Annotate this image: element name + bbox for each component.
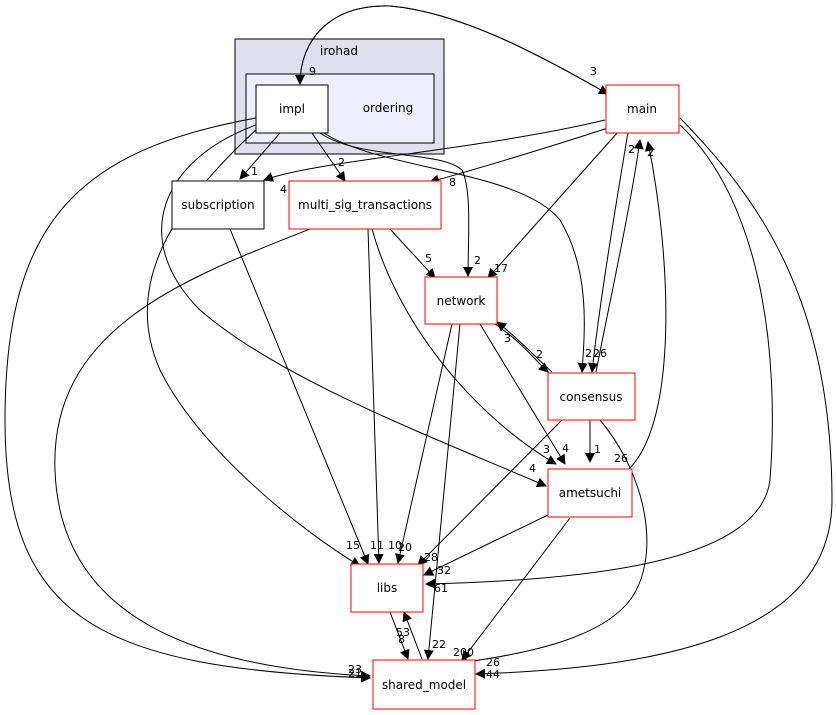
label-main-network: 17 xyxy=(494,262,508,275)
node-consensus-label: consensus xyxy=(560,390,623,404)
label-main-subscription: 4 xyxy=(280,183,287,196)
label-main-libs: 61 xyxy=(434,582,448,595)
label-libs-shared: 53 xyxy=(396,626,410,639)
label-main-consensus: 2 xyxy=(585,347,592,360)
node-multi-sig-transactions-label: multi_sig_transactions xyxy=(298,198,432,212)
label-consensus-ametsuchi-a: 3 xyxy=(543,443,550,456)
node-network[interactable]: network xyxy=(424,276,498,325)
label-network-shared: 22 xyxy=(432,638,446,651)
edge-labels: 9 3 1 2 4 8 2 5 17 3 2 2 2 2 26 4 3 1 4 … xyxy=(251,65,654,681)
label-impl-network: 2 xyxy=(474,254,481,267)
label-ametsuchi-shared: 26 xyxy=(486,656,500,669)
node-shared-model[interactable]: shared_model xyxy=(372,659,476,710)
edge-impl-network xyxy=(319,132,474,277)
cluster-irohad-title: irohad xyxy=(320,44,358,58)
edge-main-subscription xyxy=(263,119,606,182)
node-ametsuchi-label: ametsuchi xyxy=(559,486,622,500)
node-subscription-label: subscription xyxy=(181,198,254,212)
label-consensus-shared: 200 xyxy=(453,646,474,659)
label-main-shared: 44 xyxy=(486,668,500,681)
label-impl-main: 9 xyxy=(309,65,316,78)
edge-network-ametsuchi xyxy=(479,323,566,465)
label-main-impl: 3 xyxy=(590,65,597,78)
label-consensus-main-a: 2 xyxy=(628,143,635,156)
label-multisig-network: 5 xyxy=(425,252,432,265)
cluster-ordering-label: ordering xyxy=(363,101,414,115)
node-libs[interactable]: libs xyxy=(350,563,424,613)
label-subscription-libs: 20 xyxy=(398,541,412,554)
label-shared-libs: 8 xyxy=(398,633,405,646)
label-consensus-ametsuchi-b: 1 xyxy=(594,443,601,456)
label-main-multisig: 8 xyxy=(449,176,456,189)
edge-network-libs xyxy=(395,323,453,564)
edge-main-shared xyxy=(475,117,833,679)
edge-consensus-main-a xyxy=(595,139,644,373)
node-network-label: network xyxy=(437,294,486,308)
edge-impl-main xyxy=(299,5,609,95)
edge-consensus-network xyxy=(496,321,553,373)
node-ametsuchi[interactable]: ametsuchi xyxy=(547,468,633,518)
node-main[interactable]: main xyxy=(605,84,680,134)
node-multi-sig-transactions[interactable]: multi_sig_transactions xyxy=(288,180,442,230)
edge-subscription-libs xyxy=(229,228,370,565)
edge-multisig-ametsuchi xyxy=(371,228,557,465)
label-network-consensus-a: 3 xyxy=(504,332,511,345)
label-impl-subscription: 1 xyxy=(251,165,258,178)
edge-libs-shared xyxy=(389,611,410,660)
node-consensus[interactable]: consensus xyxy=(547,372,636,421)
label-network-ametsuchi: 4 xyxy=(562,442,569,455)
label-consensus-libs: 28 xyxy=(424,551,438,564)
edge-impl-consensus xyxy=(323,132,588,373)
label-impl-libs: 15 xyxy=(346,539,360,552)
label-main-ametsuchi: 26 xyxy=(614,452,628,465)
edge-ametsuchi-main xyxy=(627,141,667,471)
edge-impl-subscription xyxy=(239,132,281,180)
edge-impl-ametsuchi xyxy=(161,124,547,488)
label-multisig-shared: 21 xyxy=(348,667,362,680)
label-network-consensus-b: 2 xyxy=(536,348,543,361)
label-impl-ametsuchi: 4 xyxy=(529,462,536,475)
node-subscription[interactable]: subscription xyxy=(171,180,265,230)
label-impl-multisig: 2 xyxy=(338,156,345,169)
label-network-libs: 10 xyxy=(388,539,402,552)
edge-shared-libs xyxy=(402,611,423,660)
node-libs-label: libs xyxy=(377,581,398,595)
edge-main-multisig xyxy=(429,127,609,185)
node-main-label: main xyxy=(627,102,657,116)
edge-network-shared xyxy=(423,323,461,660)
label-multisig-libs: 11 xyxy=(370,539,384,552)
edge-main-network xyxy=(487,131,619,279)
node-shared-model-label: shared_model xyxy=(382,678,466,692)
edge-multisig-shared xyxy=(54,228,371,681)
edge-consensus-libs xyxy=(417,419,563,566)
label-impl-shared: 23 xyxy=(348,663,362,676)
edge-ametsuchi-libs xyxy=(423,513,551,576)
edges xyxy=(4,5,833,683)
edge-multisig-network xyxy=(389,228,436,279)
node-impl-label: impl xyxy=(279,102,305,116)
edge-network-consensus-a xyxy=(491,321,549,373)
edge-impl-shared xyxy=(4,117,371,683)
edge-impl-multisig xyxy=(311,132,346,182)
edge-ametsuchi-shared xyxy=(461,517,571,661)
edge-multisig-libs xyxy=(367,228,384,564)
edge-consensus-shared xyxy=(457,419,648,667)
label-impl-consensus: 26 xyxy=(593,347,607,360)
label-ametsuchi-libs: 32 xyxy=(437,564,451,577)
node-impl[interactable]: impl xyxy=(255,84,329,134)
edge-main-libs xyxy=(425,124,773,589)
edge-main-consensus xyxy=(588,131,629,373)
label-consensus-main-b: 2 xyxy=(647,146,654,159)
